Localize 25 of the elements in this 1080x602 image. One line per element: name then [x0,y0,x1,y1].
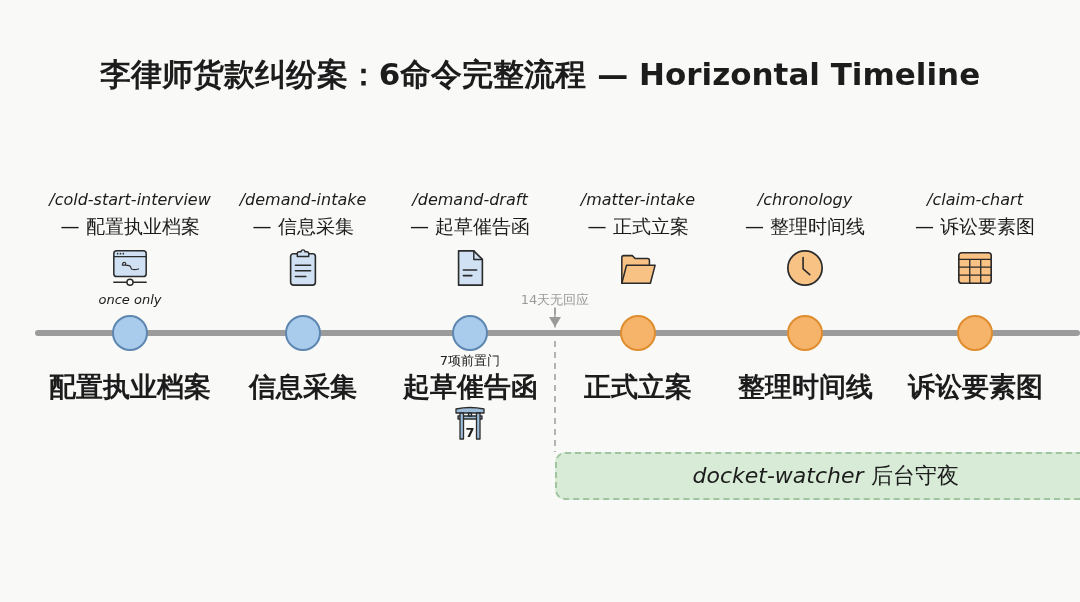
step-subtitle: — 信息采集 [252,214,354,238]
step-label: 信息采集 [249,371,357,403]
command-label: /cold-start-interview [49,190,211,210]
command-label: /demand-draft [412,190,528,210]
step-subtitle: — 诉讼要素图 [915,214,1035,238]
command-label: /demand-intake [239,190,367,210]
step-subtitle: — 正式立案 [587,214,689,238]
step-label: 配置执业档案 [49,371,211,403]
step-label: 整理时间线 [737,371,873,403]
step-subtitle: — 整理时间线 [745,214,865,238]
pointer-arrow [549,307,561,328]
command-label: /matter-intake [580,190,696,210]
background-task-band: docket-watcher 后台守夜 [555,452,1080,500]
diagram-title: 李律师货款纠纷案：6命令完整流程 — Horizontal Timeline [99,55,981,94]
note-text: 7项前置门 [439,353,501,369]
note-text: once only [98,292,162,308]
step-subtitle: — 起草催告函 [410,214,530,238]
step-label: 正式立案 [584,371,692,403]
step-subtitle: — 配置执业档案 [60,214,200,238]
gate-number: 7 [465,426,475,440]
command-label: /claim-chart [927,190,1023,210]
command-label: /chronology [757,190,853,210]
step-label: 诉讼要素图 [907,371,1043,403]
marker-label: 14天无回应 [520,292,590,308]
step-label: 起草催告函 [402,371,538,403]
